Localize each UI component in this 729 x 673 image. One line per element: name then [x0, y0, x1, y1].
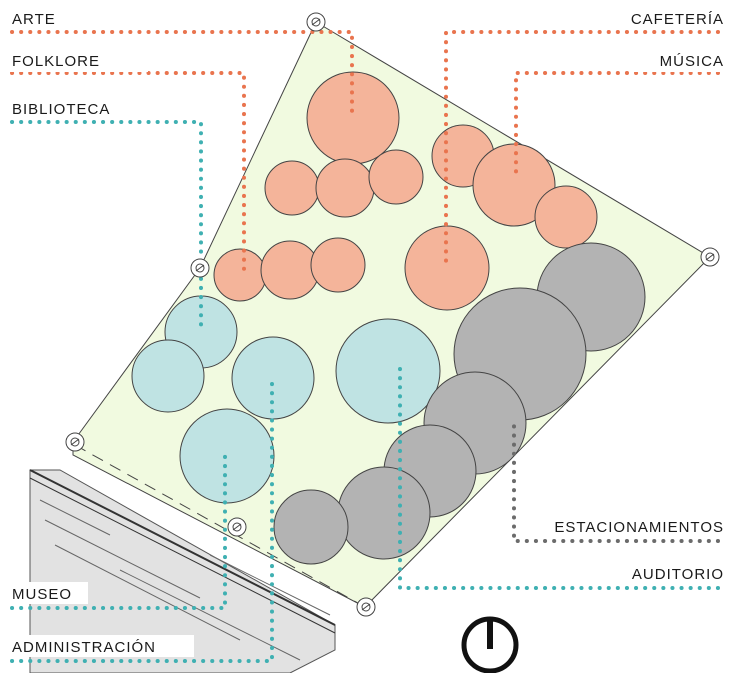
label-cafeteria: CAFETERÍA	[631, 11, 724, 28]
orange-zones	[213, 71, 598, 311]
zone-estacionamientos-5	[337, 466, 431, 560]
label-musica: MÚSICA	[660, 53, 724, 70]
leader-folklore	[10, 71, 246, 272]
zone-folklore-6	[310, 237, 366, 293]
zone-museo-2	[179, 408, 275, 504]
teal-zones	[131, 295, 441, 504]
label-administracion: ADMINISTRACIÓN	[12, 639, 156, 656]
label-museo: MUSEO	[12, 586, 72, 603]
zone-auditorio-1	[335, 318, 441, 424]
leader-cafeteria	[444, 30, 720, 270]
leader-musica	[514, 71, 720, 182]
road-strip	[29, 469, 336, 673]
setback-line	[74, 444, 366, 608]
label-biblioteca: BIBLIOTECA	[12, 101, 110, 118]
survey-markers	[65, 12, 720, 617]
north-arrow-icon	[461, 616, 519, 673]
zone-museo-1	[231, 336, 315, 420]
zone-estacionamientos-6	[273, 489, 349, 565]
zone-arte	[306, 71, 400, 165]
survey-marker-icon	[306, 12, 326, 32]
label-auditorio: AUDITORIO	[632, 566, 724, 583]
zone-folklore-4	[213, 248, 267, 302]
survey-marker-icon	[700, 247, 720, 267]
label-arte: ARTE	[12, 11, 56, 28]
zone-folklore-5	[260, 240, 320, 300]
zone-folklore-3	[368, 149, 424, 205]
zone-folklore-2	[315, 158, 375, 218]
labels: ARTE FOLKLORE BIBLIOTECA CAFETERÍA MÚSIC…	[8, 8, 727, 657]
leader-auditorio	[398, 360, 720, 590]
label-estacionamientos: ESTACIONAMIENTOS	[554, 519, 724, 536]
zone-folklore-1	[264, 160, 320, 216]
zone-cafeteria-2	[404, 225, 490, 311]
leader-museo	[10, 453, 227, 610]
survey-marker-icon	[356, 597, 376, 617]
survey-marker-icon	[65, 432, 85, 452]
survey-marker-icon	[190, 258, 210, 278]
survey-marker-icon	[227, 517, 247, 537]
label-folklore: FOLKLORE	[12, 53, 100, 70]
leader-biblioteca	[10, 120, 203, 332]
zone-biblioteca-2	[131, 339, 205, 413]
zone-musica-2	[534, 185, 598, 249]
gray-zones	[273, 242, 646, 565]
